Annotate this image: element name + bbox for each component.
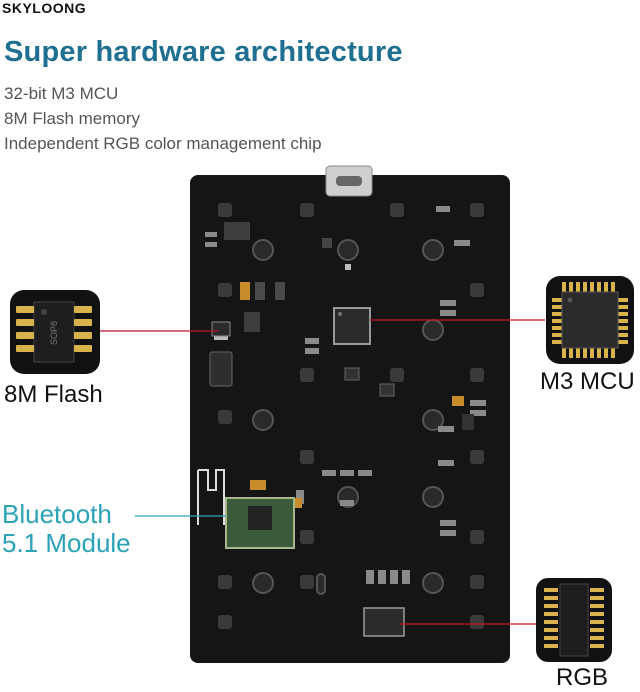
flash-label: 8M Flash [4, 381, 103, 408]
bluetooth-label-line2: 5.1 Module [2, 528, 131, 558]
leader-lines [100, 319, 545, 625]
brand-logo: SKYLOONG [2, 0, 87, 16]
feature-item: 32-bit M3 MCU [4, 84, 119, 103]
page-title: Super hardware architecture [4, 36, 403, 68]
feature-item: Independent RGB color management chip [4, 134, 322, 153]
mcu-chip-on-board [333, 307, 371, 345]
mcu-chip-callout [546, 276, 634, 364]
flash-chip-callout: SOP8 [10, 290, 100, 374]
flash-chip-on-board [211, 321, 231, 337]
smd-components [205, 206, 486, 584]
bluetooth-label-line1: Bluetooth [2, 499, 112, 529]
rgb-chip-on-board [363, 607, 405, 637]
rgb-chip-callout [536, 578, 612, 662]
mcu-label: M3 MCU [540, 368, 635, 395]
rgb-label: RGB [556, 664, 609, 691]
switch-pads [218, 203, 484, 629]
flash-chip-text: SOP8 [49, 321, 59, 345]
feature-item: 8M Flash memory [4, 109, 141, 128]
